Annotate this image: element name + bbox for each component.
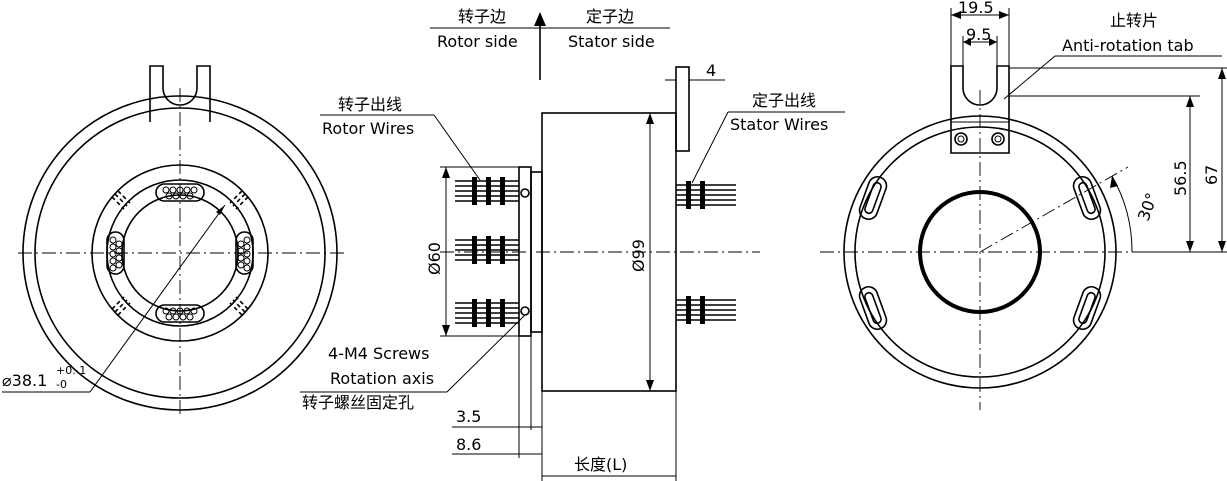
length-label: 长度(L) (574, 455, 627, 474)
height-67-label: 67 (1202, 165, 1221, 185)
width-19-5-label: 19.5 (958, 0, 994, 17)
rotor-wire-slot-bottom (155, 304, 205, 323)
bore-tolerance-upper: +0. 1 (56, 364, 86, 377)
rotor-wires-en: Rotor Wires (322, 119, 414, 138)
tab-thickness-label: 4 (706, 61, 716, 80)
rotor-wire-slot-top (155, 183, 205, 202)
width-9-5-label: 9.5 (966, 25, 991, 44)
rotor-wire-slot-right (235, 231, 254, 275)
left-view: ⌀38.1 +0. 1 -0 (2, 65, 345, 418)
stator-wires-top (676, 181, 736, 209)
right-view: 30° 19.5 9.5 止转片 Anti-rotation tab 56.5 … (820, 0, 1227, 410)
rotor-wires-cn: 转子出线 (338, 95, 402, 114)
height-56-5-label: 56.5 (1171, 160, 1190, 196)
stator-slot-top-left (858, 175, 888, 221)
stator-wires-en: Stator Wires (730, 115, 828, 134)
diameter-99-label: Ø99 (629, 239, 648, 272)
rotor-wires-middle (455, 236, 519, 264)
stator-side-cn: 定子边 (586, 7, 634, 26)
anti-rotation-tab-en: Anti-rotation tab (1062, 36, 1194, 55)
bore-tolerance-lower: -0 (56, 378, 67, 391)
bore-diameter-label: ⌀38.1 (2, 371, 47, 390)
diameter-60-label: Ø60 (425, 242, 444, 275)
rotor-wires-top (455, 177, 519, 205)
rotation-axis-label: Rotation axis (330, 369, 434, 388)
stator-side-en: Stator side (568, 32, 655, 51)
rotor-wires-bottom (455, 299, 519, 327)
angle-30-label: 30° (1134, 190, 1162, 223)
stator-wires-cn: 定子出线 (752, 91, 816, 110)
side-view: 转子边 Rotor side 定子边 Stator side 4 (300, 7, 845, 481)
rotor-side-cn: 转子边 (458, 7, 506, 26)
stator-slot-bottom-left (858, 285, 888, 331)
anti-rotation-tab-cn: 止转片 (1110, 11, 1158, 30)
stator-wires-bottom (676, 296, 736, 324)
dim-3-5-label: 3.5 (456, 407, 481, 426)
rotor-wire-slot-left (106, 231, 125, 275)
stator-slot-bottom-right (1072, 285, 1102, 331)
dim-8-6-label: 8.6 (456, 435, 481, 454)
stator-slot-top-right (1072, 175, 1102, 221)
screws-label: 4-M4 Screws (328, 344, 429, 363)
rotor-side-en: Rotor side (437, 32, 518, 51)
screws-cn-label: 转子螺丝固定孔 (302, 393, 414, 412)
